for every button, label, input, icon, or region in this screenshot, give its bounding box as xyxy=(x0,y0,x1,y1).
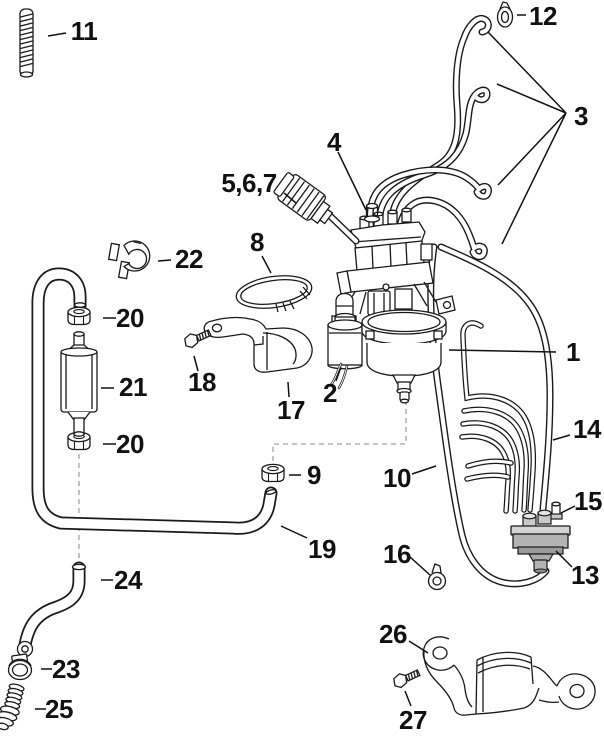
fitting-25 xyxy=(0,683,25,731)
part-label-13: 13 xyxy=(571,560,599,590)
clamp-23 xyxy=(7,653,33,681)
part-label-17: 17 xyxy=(277,395,305,425)
pump-assembly-1 xyxy=(327,207,456,404)
part-label-4: 4 xyxy=(327,127,341,157)
nut-20-upper xyxy=(67,306,91,326)
part-label-3: 3 xyxy=(574,101,588,131)
part-label-9: 9 xyxy=(307,460,321,490)
nut-9 xyxy=(261,463,285,483)
part-label-14: 14 xyxy=(573,414,601,444)
part-label-18: 18 xyxy=(188,367,216,397)
part-label-15: 15 xyxy=(574,486,602,516)
part-label-10: 10 xyxy=(383,463,411,493)
dashed-assembly-guides xyxy=(78,403,407,562)
part-label-2: 2 xyxy=(323,378,337,408)
part-label-21: 21 xyxy=(119,372,147,402)
part-label-567: 5,6,7 xyxy=(221,168,277,198)
part-label-23: 23 xyxy=(52,654,80,684)
hose-set-3 xyxy=(366,15,492,261)
stud-11 xyxy=(19,8,34,78)
filter-21 xyxy=(60,331,98,437)
leader-lines xyxy=(35,14,576,710)
part-label-24: 24 xyxy=(114,565,142,595)
screw-4 xyxy=(363,202,381,223)
part-label-16: 16 xyxy=(383,539,411,569)
hose-19 xyxy=(31,267,278,535)
part-label-20-lower: 20 xyxy=(116,429,144,459)
bracket-17 xyxy=(203,316,313,373)
wires-2 xyxy=(329,362,349,390)
part-label-25: 25 xyxy=(45,694,73,724)
part-label-27: 27 xyxy=(399,705,427,735)
bolt-27 xyxy=(393,669,421,689)
clamp-22 xyxy=(107,240,151,280)
elbow-24 xyxy=(16,561,87,658)
part-label-19: 19 xyxy=(308,534,336,564)
clip-16 xyxy=(427,563,447,591)
hose-bundle-14 xyxy=(459,320,537,514)
part-label-1: 1 xyxy=(566,337,580,367)
clamp-8 xyxy=(235,275,313,313)
connector-5-6-7 xyxy=(273,172,360,245)
part-label-26: 26 xyxy=(379,619,407,649)
hose-supply xyxy=(437,243,554,513)
part-label-11: 11 xyxy=(70,16,98,46)
bracket-26 xyxy=(422,636,596,716)
part-label-22: 22 xyxy=(175,244,203,274)
filter-13 xyxy=(510,501,571,574)
part-label-8: 8 xyxy=(250,227,264,257)
clip-12 xyxy=(496,1,514,28)
bolt-18 xyxy=(184,329,212,349)
part-label-12: 12 xyxy=(529,1,557,31)
part-label-20-upper: 20 xyxy=(116,303,144,333)
